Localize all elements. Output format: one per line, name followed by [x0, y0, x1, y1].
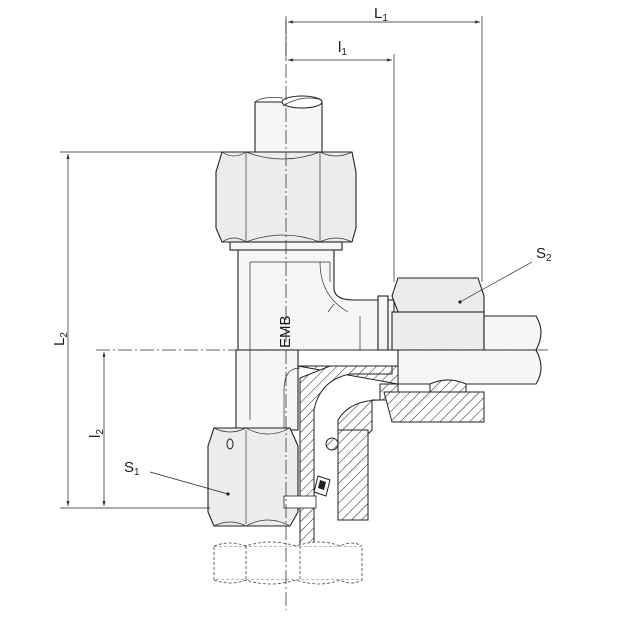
- tee-body: EMB: [235, 249, 379, 431]
- dim-label-L2: L2: [51, 332, 70, 346]
- label-S1: S1: [124, 459, 140, 478]
- s1-leader: [149, 471, 229, 495]
- label-S2: S2: [536, 245, 552, 264]
- dimension-lines: [60, 16, 533, 509]
- dim-label-L1: L1: [374, 5, 388, 24]
- emb-marking: EMB: [277, 315, 294, 348]
- s2-leader: [459, 261, 533, 303]
- right-branch: [377, 277, 485, 351]
- dim-label-l1: l1: [338, 39, 347, 58]
- right-tube: [397, 315, 542, 385]
- phantom-part: [213, 541, 363, 585]
- dim-label-l2: l2: [87, 429, 106, 438]
- top-tube: [254, 95, 323, 153]
- bottom-nut: [207, 427, 317, 527]
